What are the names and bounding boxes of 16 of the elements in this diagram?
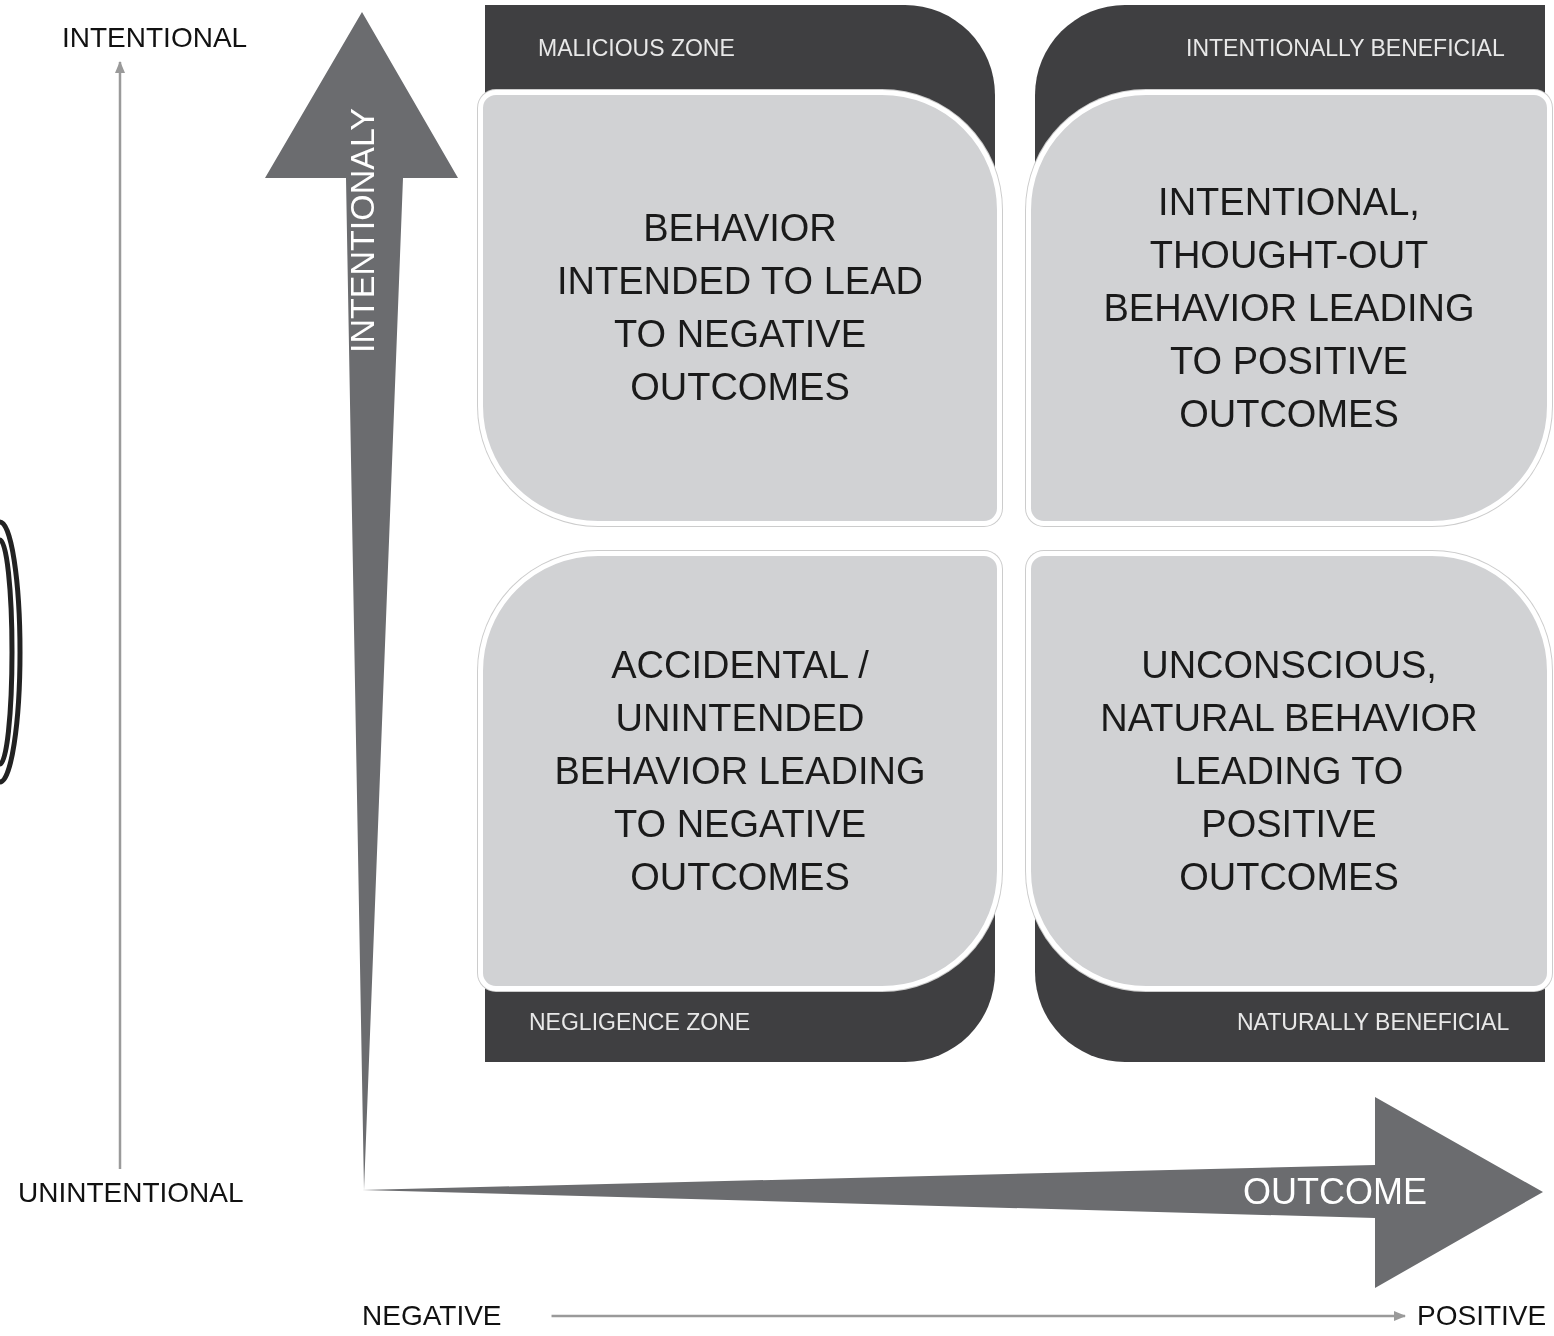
zone-heading: NEGLIGENCE ZONE <box>529 1009 751 1036</box>
axis-label: POSITIVE <box>1417 1300 1547 1332</box>
arrow <box>115 61 125 1169</box>
axis-title: OUTCOME <box>1243 1171 1427 1213</box>
zone-heading: INTENTIONALLY BENEFICIAL <box>1186 35 1505 62</box>
axis-label: INTENTIONAL <box>62 22 248 54</box>
axis-label: UNINTENTIONAL <box>18 1177 244 1209</box>
quadrant-text: INTENTIONAL, THOUGHT-OUT BEHAVIOR LEADING TO POSITIVE OUTCOMES <box>1102 179 1476 437</box>
zone-heading: NATURALLY BENEFICIAL <box>1237 1009 1510 1036</box>
quadrant-text: BEHAVIOR INTENDED TO LEAD TO NEGATIVE OUTCOMES <box>556 206 924 410</box>
quadrant-text: ACCIDENTAL / UNINTENDED BEHAVIOR LEADING TO NEGATIVE OUTCOMES <box>553 642 927 900</box>
axis-label: NEGATIVE <box>362 1300 502 1332</box>
arrow <box>551 1311 1406 1321</box>
quadrant-text: UNCONSCIOUS, NATURAL BEHAVIOR LEADING TO POSITIVE OUTCOMES <box>1099 642 1479 900</box>
axis-title: INTENTIONALY <box>342 107 382 353</box>
zone-heading: MALICIOUS ZONE <box>538 35 735 62</box>
